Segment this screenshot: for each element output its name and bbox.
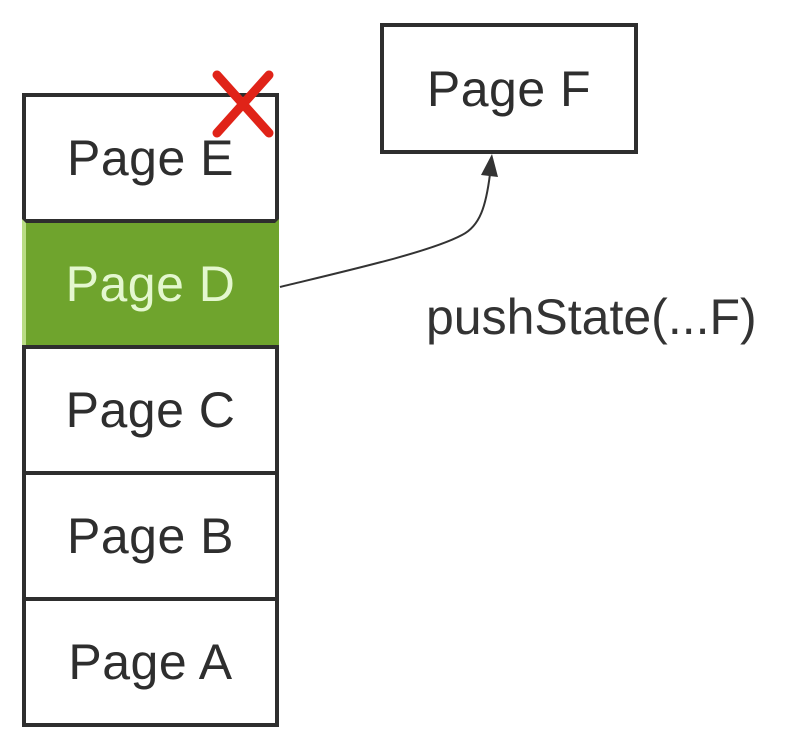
stack-item-page-a: Page A	[22, 597, 279, 727]
stack-item-label: Page B	[66, 508, 234, 564]
stack-item-label: Page C	[65, 382, 236, 438]
stack-item-page-d: Page D	[22, 219, 279, 349]
history-stack: Page E Page D Page C Page B Page A	[22, 93, 279, 727]
stack-item-label: Page A	[68, 634, 233, 690]
stack-item-label: Page D	[65, 256, 236, 312]
new-page-label: Page F	[426, 60, 592, 117]
remove-x-icon	[212, 70, 274, 138]
stack-item-page-c: Page C	[22, 345, 279, 475]
stack-item-label: Page E	[66, 130, 234, 186]
new-page-box-page-f: Page F	[380, 23, 638, 154]
pushstate-annotation: pushState(...F)	[426, 289, 757, 345]
stack-item-page-b: Page B	[22, 471, 279, 601]
push-arrow-icon	[279, 154, 498, 288]
